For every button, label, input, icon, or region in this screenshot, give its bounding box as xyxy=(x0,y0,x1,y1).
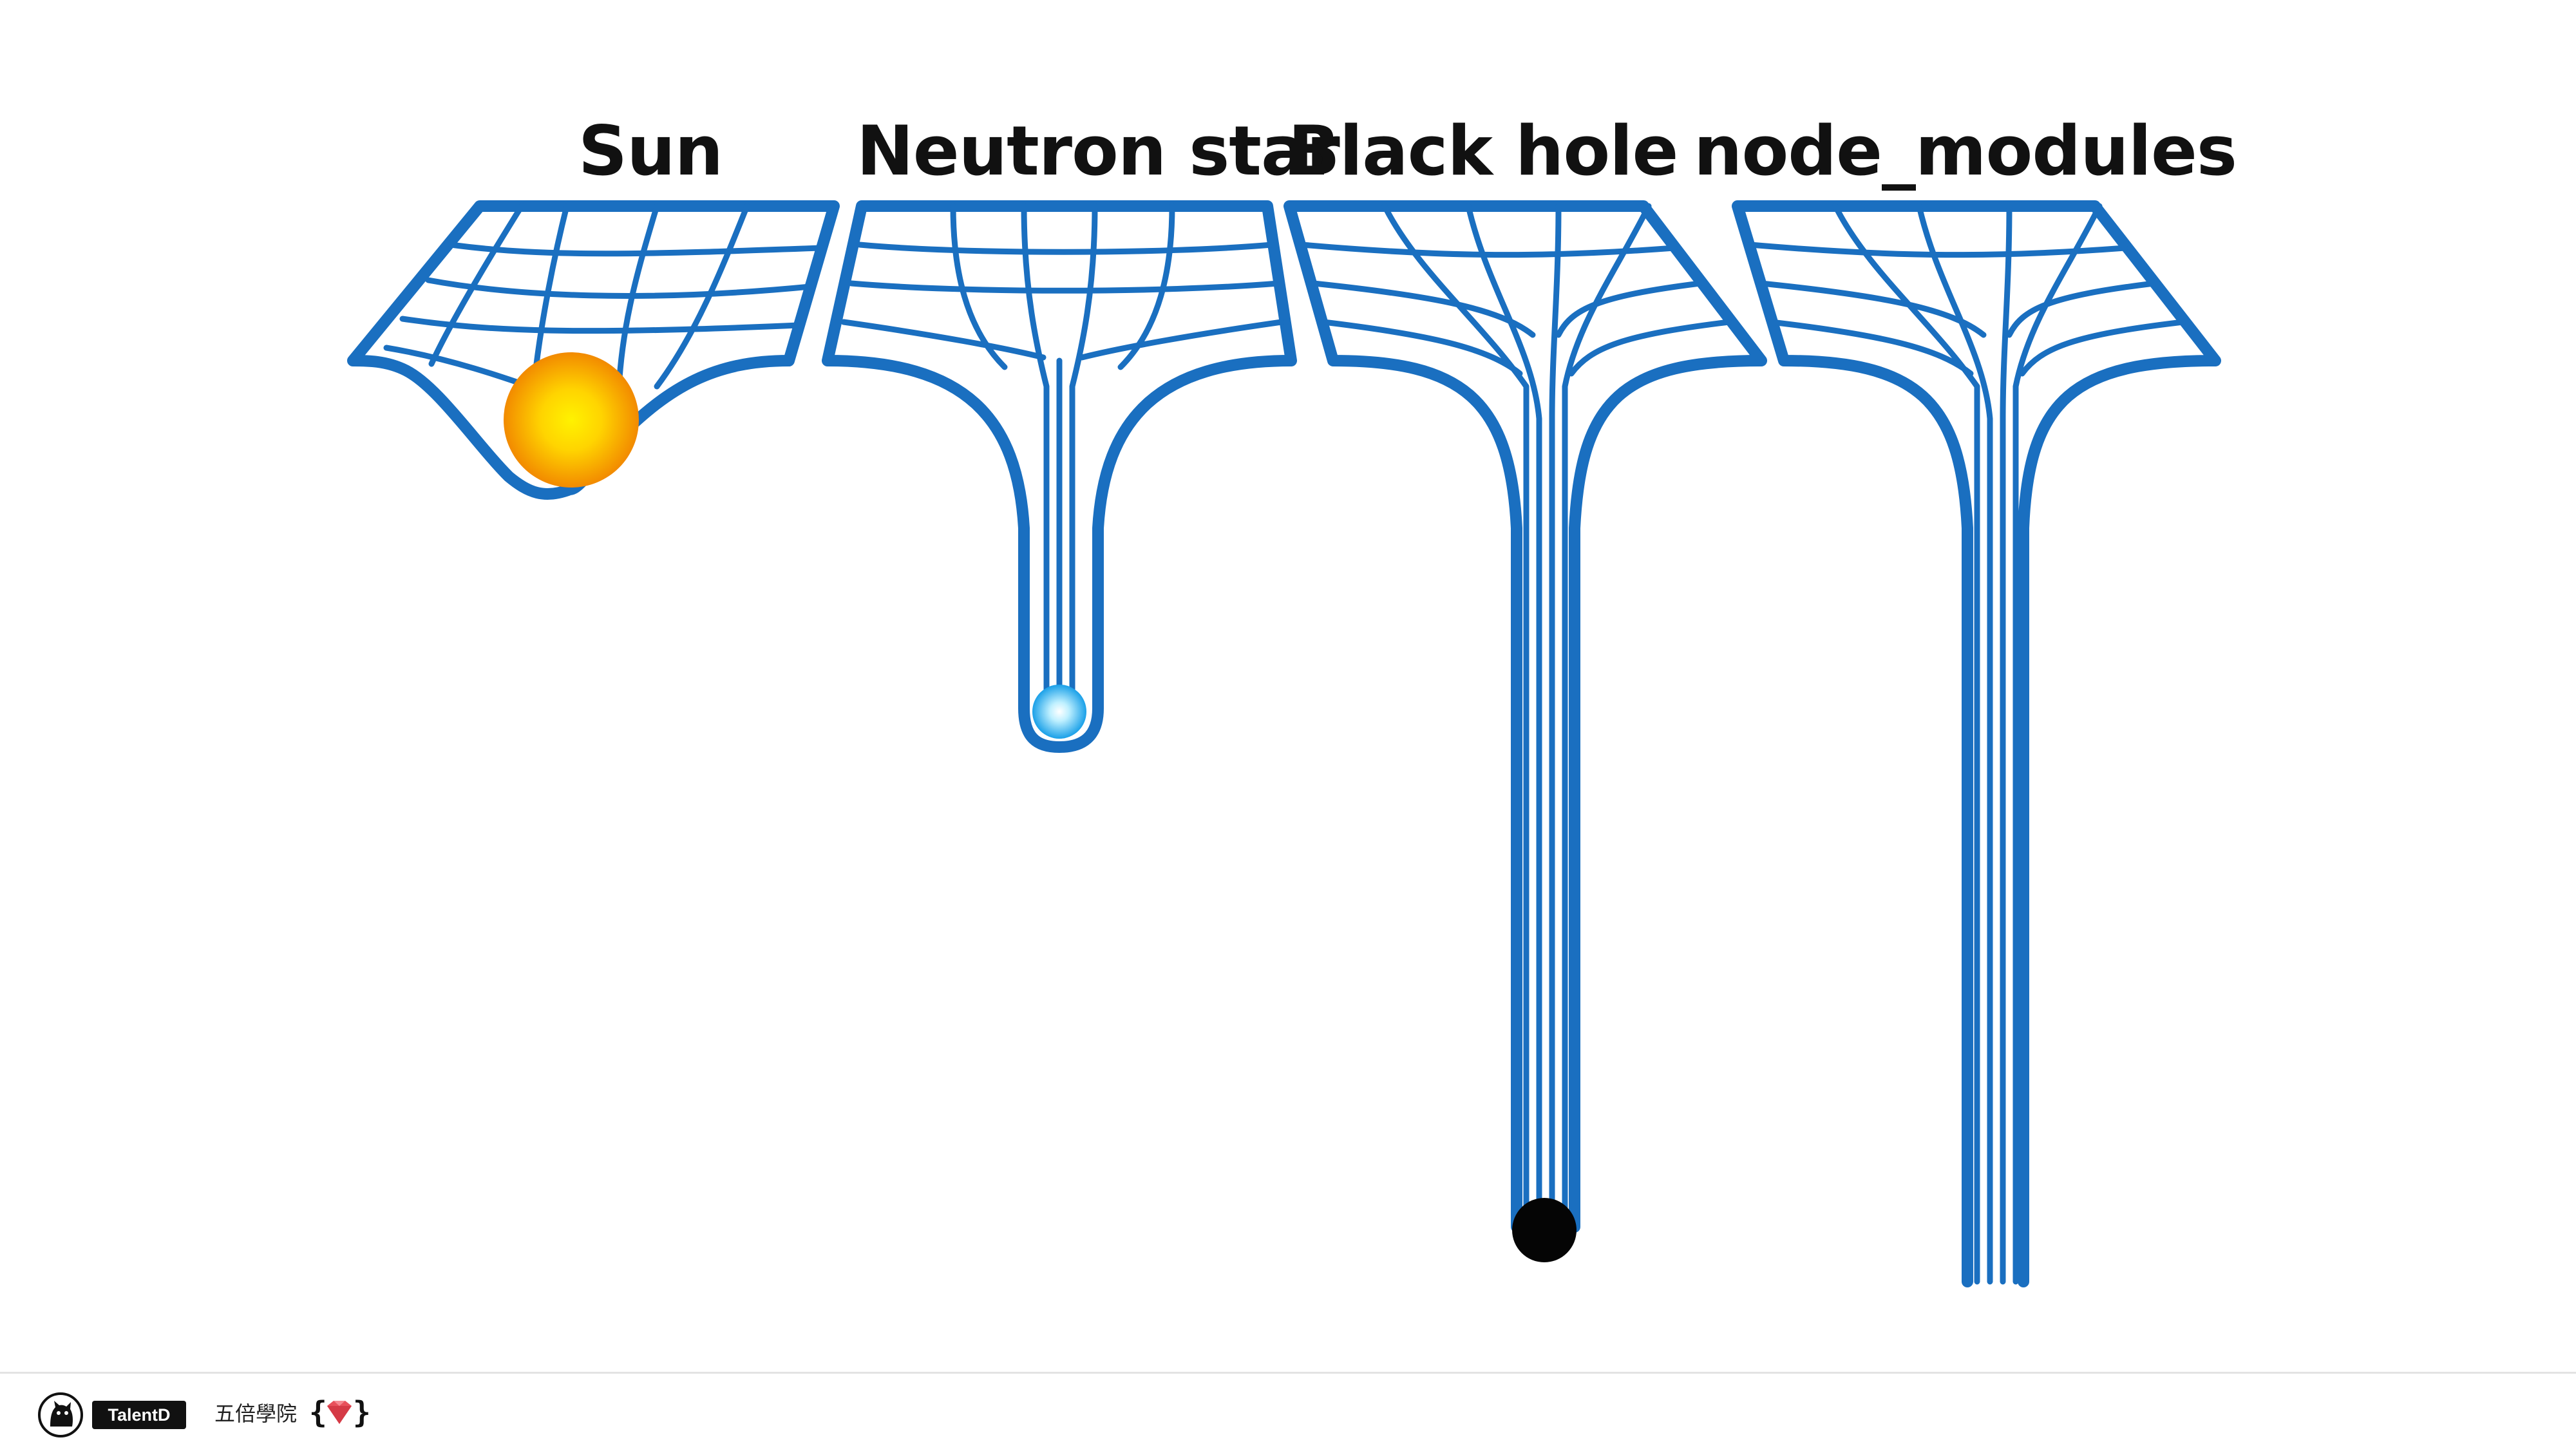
svg-text:{: { xyxy=(309,1395,327,1430)
slide-canvas: Sun Neutron star Black hole node_modules xyxy=(347,111,2237,1287)
cat-icon xyxy=(38,1392,83,1437)
label-node-modules: node_modules xyxy=(1694,111,2237,191)
sun-well xyxy=(347,200,840,500)
label-neutron-star: Neutron star xyxy=(857,111,1340,191)
svg-text:}: } xyxy=(353,1395,370,1430)
spacetime-illustration xyxy=(347,200,2221,1287)
talentd-badge: TalentD xyxy=(92,1401,186,1429)
footer-bar: TalentD 五倍學院 { } xyxy=(0,1372,2576,1451)
neutron-star-sphere xyxy=(1032,685,1086,739)
ruby-gem-brace-icon: { } xyxy=(309,1395,370,1430)
node-modules-well xyxy=(1732,200,2221,1287)
sun-sphere xyxy=(504,352,639,488)
org-name: 五倍學院 xyxy=(214,1401,298,1426)
label-black-hole: Black hole xyxy=(1288,111,1678,191)
black-hole-sphere xyxy=(1512,1198,1577,1262)
neutron-star-well xyxy=(822,200,1297,753)
node-modules-well-outline xyxy=(1732,200,2221,1287)
neutron-star-well-outline xyxy=(822,200,1297,753)
label-sun: Sun xyxy=(578,111,723,191)
black-hole-well xyxy=(1283,200,1767,1262)
sun-well-outline xyxy=(347,200,840,500)
